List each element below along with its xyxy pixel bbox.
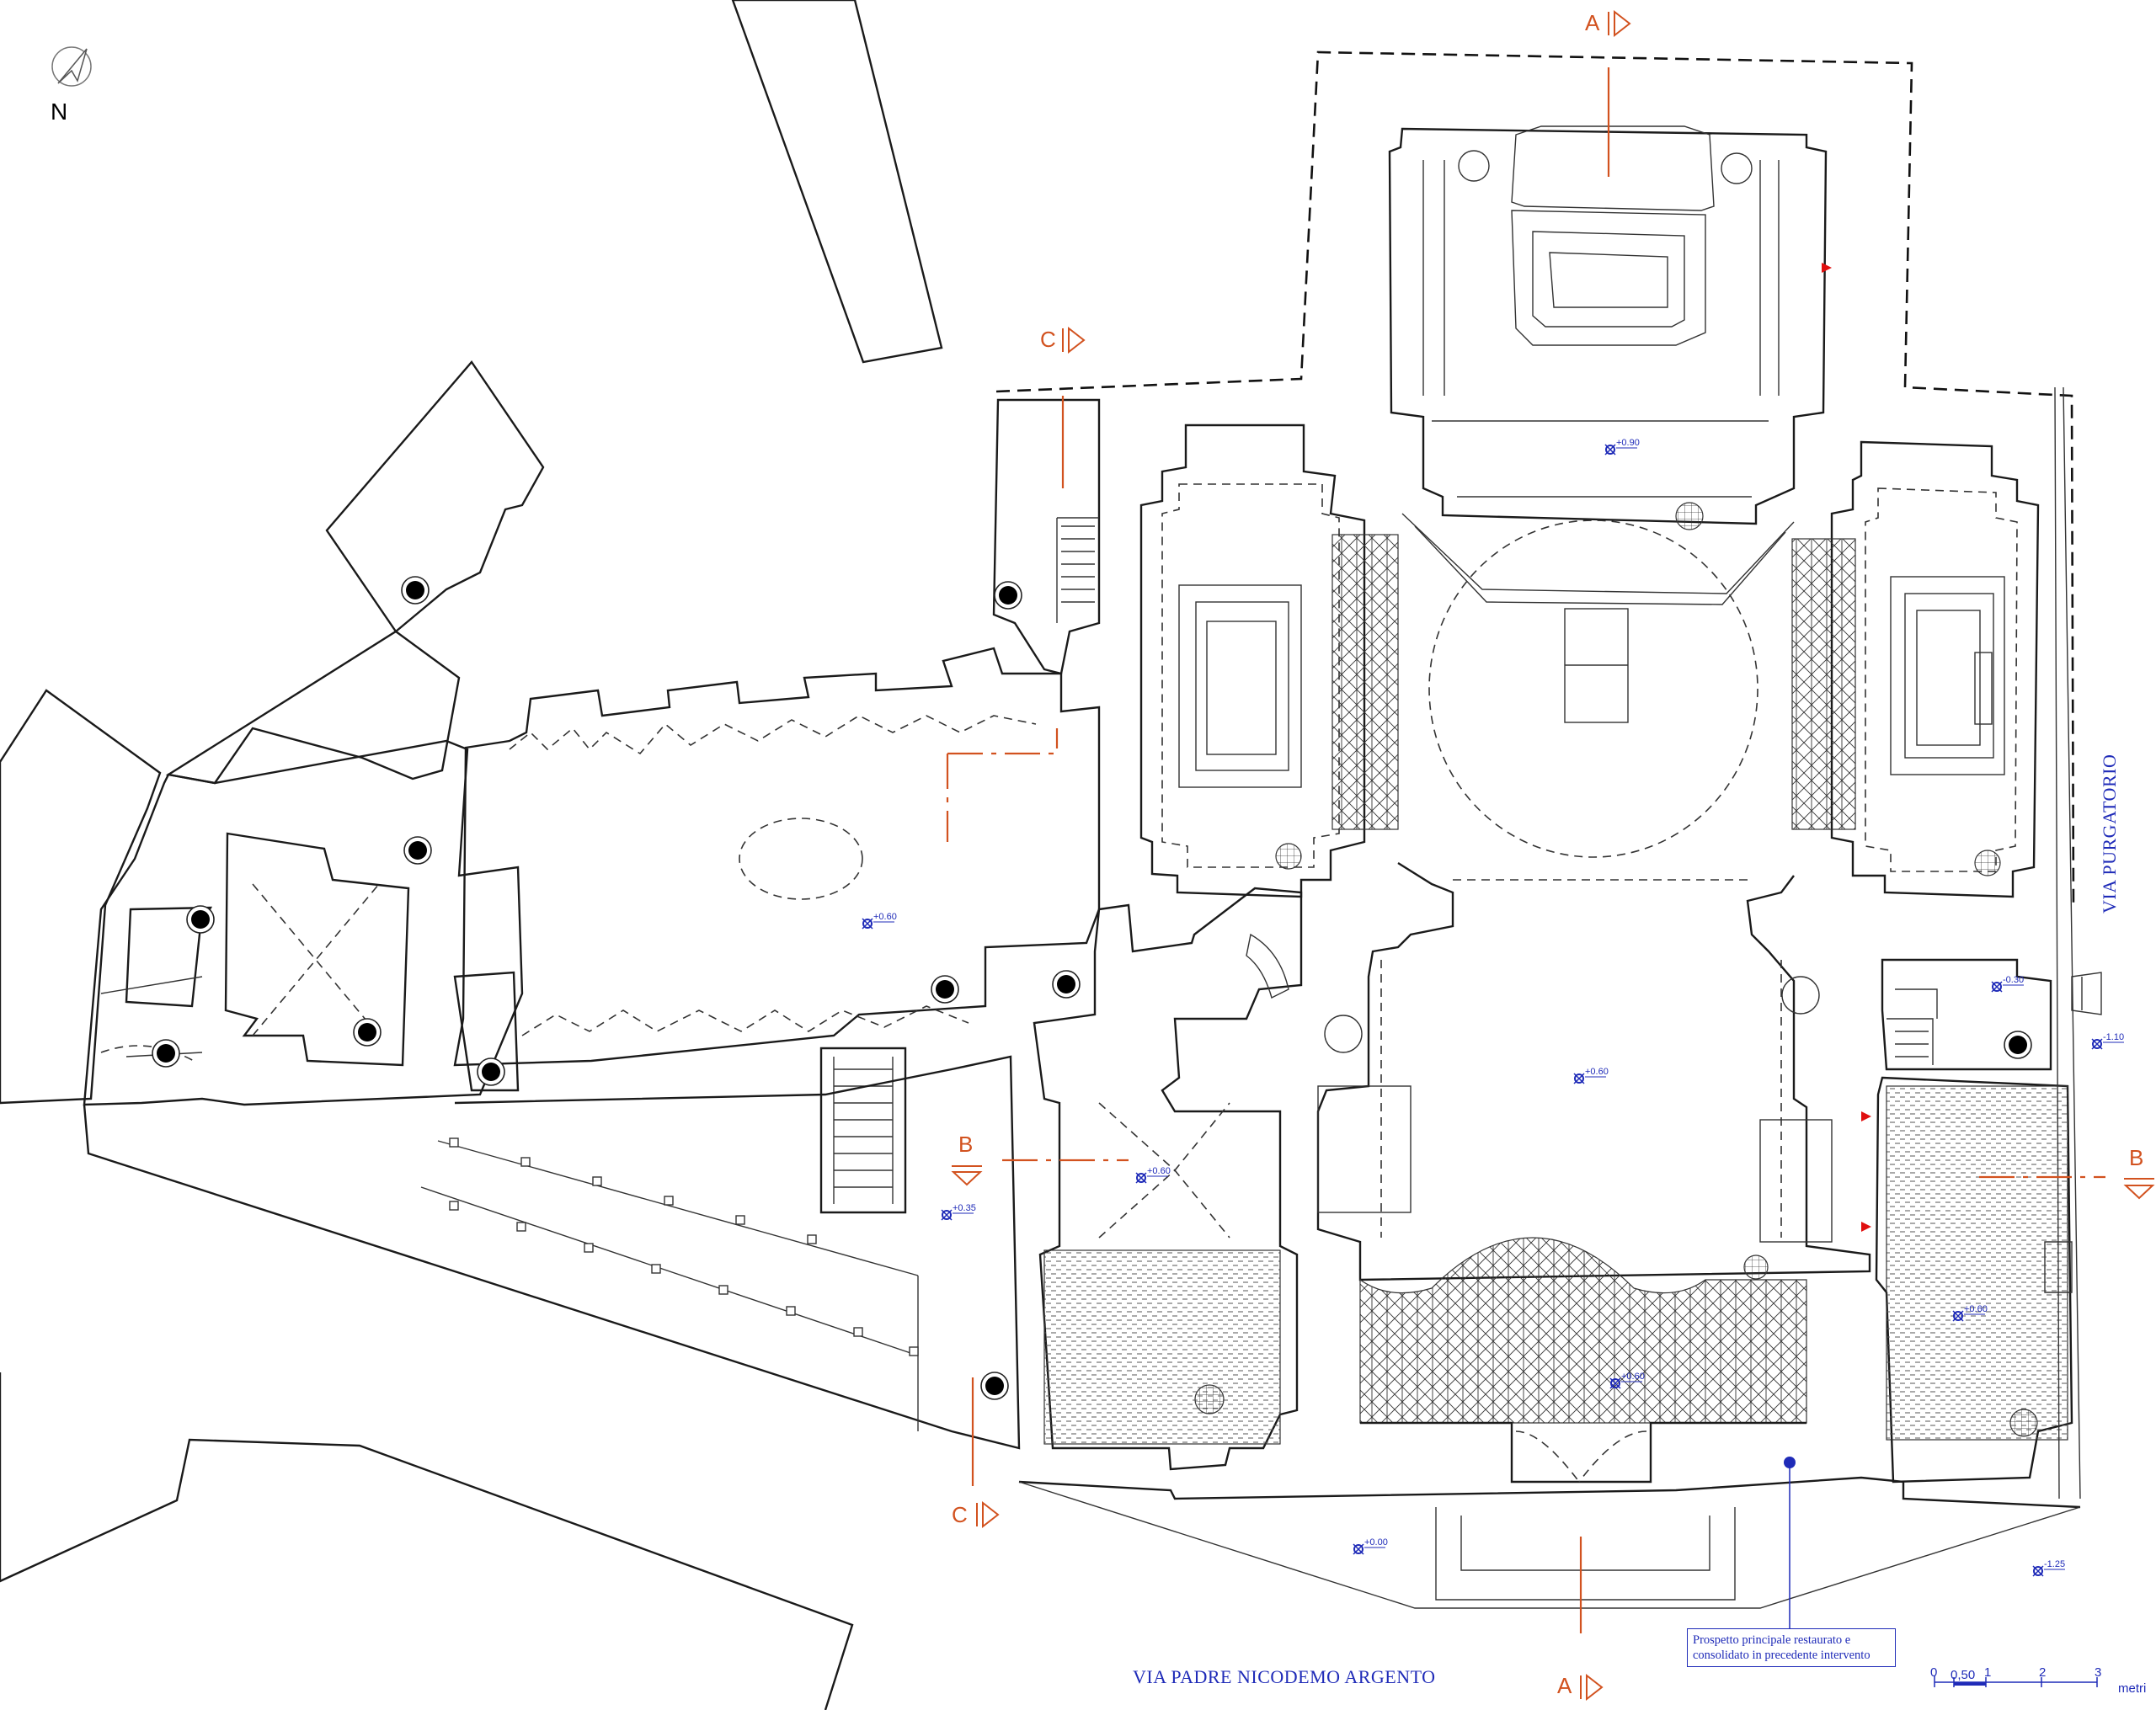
level-marker-right-room: +0.60 — [1952, 1304, 1988, 1322]
level-marker-street-left: +0.00 — [1353, 1537, 1388, 1555]
level-marker-street-right: -1.25 — [2032, 1559, 2065, 1577]
scale-tick-0: 0 — [1930, 1665, 1937, 1680]
church-plan — [1139, 125, 2040, 1484]
scale-tick-1: 1 — [1984, 1665, 1991, 1680]
scale-tick-3: 3 — [2095, 1665, 2101, 1680]
level-marker-passage: +0.35 — [941, 1203, 976, 1221]
level-label-portal: +0.60 — [1621, 1372, 1645, 1382]
pillars — [152, 576, 2032, 1400]
lower-stair — [819, 1047, 907, 1214]
section-marker-a-top: A — [1585, 9, 1631, 38]
level-label-stair-right: -0.30 — [2003, 975, 2024, 985]
level-marker-nave: +0.60 — [1573, 1067, 1609, 1084]
level-label-choir: +0.90 — [1616, 438, 1640, 448]
restoration-note-line-1: Prospetto principale restaurato e — [1693, 1633, 1851, 1647]
left-wing — [83, 739, 524, 1106]
vestibule — [1033, 887, 1303, 1471]
level-label-oratory: +0.60 — [873, 912, 897, 922]
level-marker-outside-right: -1.10 — [2091, 1032, 2124, 1050]
section-label-a-bottom: A — [1557, 1673, 1572, 1698]
section-lines — [971, 67, 2105, 1633]
stair-tower — [992, 398, 1101, 675]
north-label: N — [51, 99, 67, 125]
level-marker-vestibule: +0.60 — [1135, 1166, 1171, 1184]
section-label-a-top: A — [1585, 10, 1600, 35]
passage — [83, 1055, 1021, 1450]
section-label-b-right: B — [2129, 1145, 2143, 1170]
section-marker-b-right: B — [2123, 1145, 2155, 1200]
section-label-b-left: B — [958, 1132, 973, 1157]
scale-tick-2: 2 — [2039, 1665, 2046, 1680]
level-markers: +0.90 +0.60 +0.60 +0.60 +0.35 +0.60 +0.6… — [862, 438, 2124, 1577]
north-arrow-icon — [51, 46, 92, 87]
level-label-street-left: +0.00 — [1364, 1537, 1388, 1548]
section-label-c-bottom: C — [952, 1502, 968, 1527]
oratory — [453, 647, 1101, 1067]
scale-bar: 0 0,50 1 2 3 metri — [1930, 1665, 2146, 1696]
level-marker-oratory: +0.60 — [862, 912, 897, 930]
level-marker-choir: +0.90 — [1604, 438, 1640, 455]
section-marker-c-top: C — [1040, 326, 1086, 354]
arrow-markers — [1822, 263, 1871, 1232]
level-marker-stair-right: -0.30 — [1991, 975, 2024, 993]
scale-tick-050: 0,50 — [1951, 1668, 1975, 1682]
level-label-street-right: -1.25 — [2044, 1559, 2065, 1569]
property-boundary — [995, 51, 2075, 910]
section-marker-a-bottom: A — [1557, 1673, 1604, 1702]
restoration-note: Prospetto principale restaurato e consol… — [1687, 1628, 1896, 1667]
level-marker-portal: +0.60 — [1609, 1372, 1645, 1389]
level-label-vestibule: +0.60 — [1147, 1166, 1171, 1176]
level-label-outside-right: -1.10 — [2103, 1032, 2124, 1042]
section-marker-b-left: B — [951, 1132, 983, 1186]
level-label-passage: +0.35 — [953, 1203, 976, 1213]
forecourt — [1018, 1476, 2081, 1609]
neighbor-blocks — [0, 0, 943, 1710]
street-edge-right — [2054, 386, 2081, 1500]
scale-unit: metri — [2118, 1681, 2146, 1696]
street-name-right: VIA PURGATORIO — [2099, 754, 2120, 914]
right-rooms — [1875, 958, 2102, 1484]
restoration-note-line-2: consolidato in precedente intervento — [1693, 1649, 1870, 1662]
level-label-right-room: +0.60 — [1964, 1304, 1988, 1314]
section-label-c-top: C — [1040, 327, 1056, 352]
level-label-nave: +0.60 — [1585, 1067, 1609, 1077]
street-name-bottom: VIA PADRE NICODEMO ARGENTO — [1133, 1666, 1436, 1687]
section-marker-c-bottom: C — [952, 1500, 1000, 1529]
